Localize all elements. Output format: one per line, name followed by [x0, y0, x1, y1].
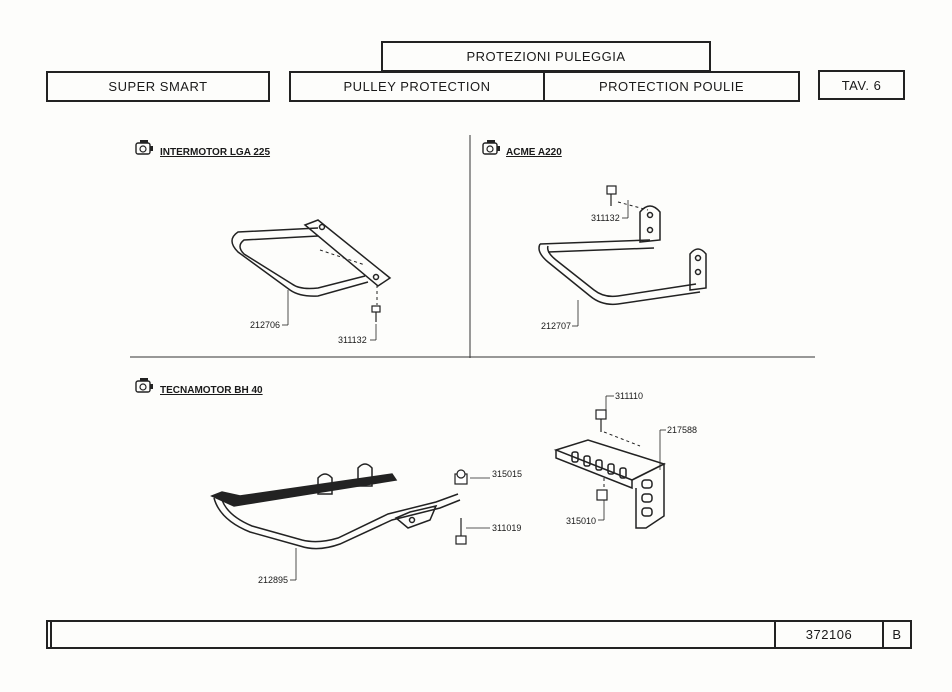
- footer-bar-inner-rule: [50, 620, 52, 649]
- guard-212707: [538, 201, 707, 306]
- header-table-number-text: TAV. 6: [841, 77, 882, 93]
- header-english-title-text: PULLEY PROTECTION: [343, 79, 491, 94]
- footer-drawing-code: 372106: [774, 620, 884, 649]
- engine-icon: [135, 378, 153, 393]
- header-model: SUPER SMART: [46, 71, 270, 102]
- engine-icon: [135, 140, 153, 155]
- part-label: 212706: [250, 320, 281, 330]
- part-label: 315015: [492, 469, 523, 479]
- bracket-217588: [553, 431, 666, 529]
- section-title-intermotor: INTERMOTOR LGA 225: [160, 147, 271, 158]
- section-title-tecnamotor: TECNAMOTOR BH 40: [160, 385, 263, 396]
- footer-bar: [46, 620, 776, 649]
- nut-315015: [454, 469, 468, 485]
- header-italian-title: PROTEZIONI PULEGGIA: [381, 41, 711, 72]
- section-title-acme: ACME A220: [506, 147, 562, 158]
- footer-revision-text: B: [892, 627, 902, 642]
- bolt-311132-a: [371, 305, 381, 322]
- part-label: 311110: [615, 391, 644, 401]
- header-english-title: PULLEY PROTECTION: [289, 71, 545, 102]
- part-label: 315010: [566, 516, 597, 526]
- nut-315010: [596, 489, 608, 501]
- part-label: 217588: [667, 425, 698, 435]
- header-model-text: SUPER SMART: [108, 79, 208, 94]
- bolt-311110: [595, 409, 607, 432]
- part-label: 311132: [591, 213, 620, 223]
- header-french-title-text: PROTECTION POULIE: [598, 79, 745, 94]
- guard-212895: [210, 463, 461, 550]
- header-italian-title-text: PROTEZIONI PULEGGIA: [466, 49, 626, 64]
- engine-icon: [482, 140, 500, 155]
- part-label: 212707: [541, 321, 572, 331]
- footer-revision: B: [882, 620, 912, 649]
- part-label: 212895: [258, 575, 289, 585]
- part-label: 311132: [338, 335, 367, 345]
- guard-212706: [231, 219, 392, 305]
- bolt-311019: [455, 518, 467, 545]
- header-french-title: PROTECTION POULIE: [543, 71, 800, 102]
- part-label: 311019: [492, 523, 522, 533]
- bolt-311132-b: [606, 185, 617, 206]
- footer-drawing-code-text: 372106: [805, 627, 853, 642]
- header-table-number: TAV. 6: [818, 70, 905, 100]
